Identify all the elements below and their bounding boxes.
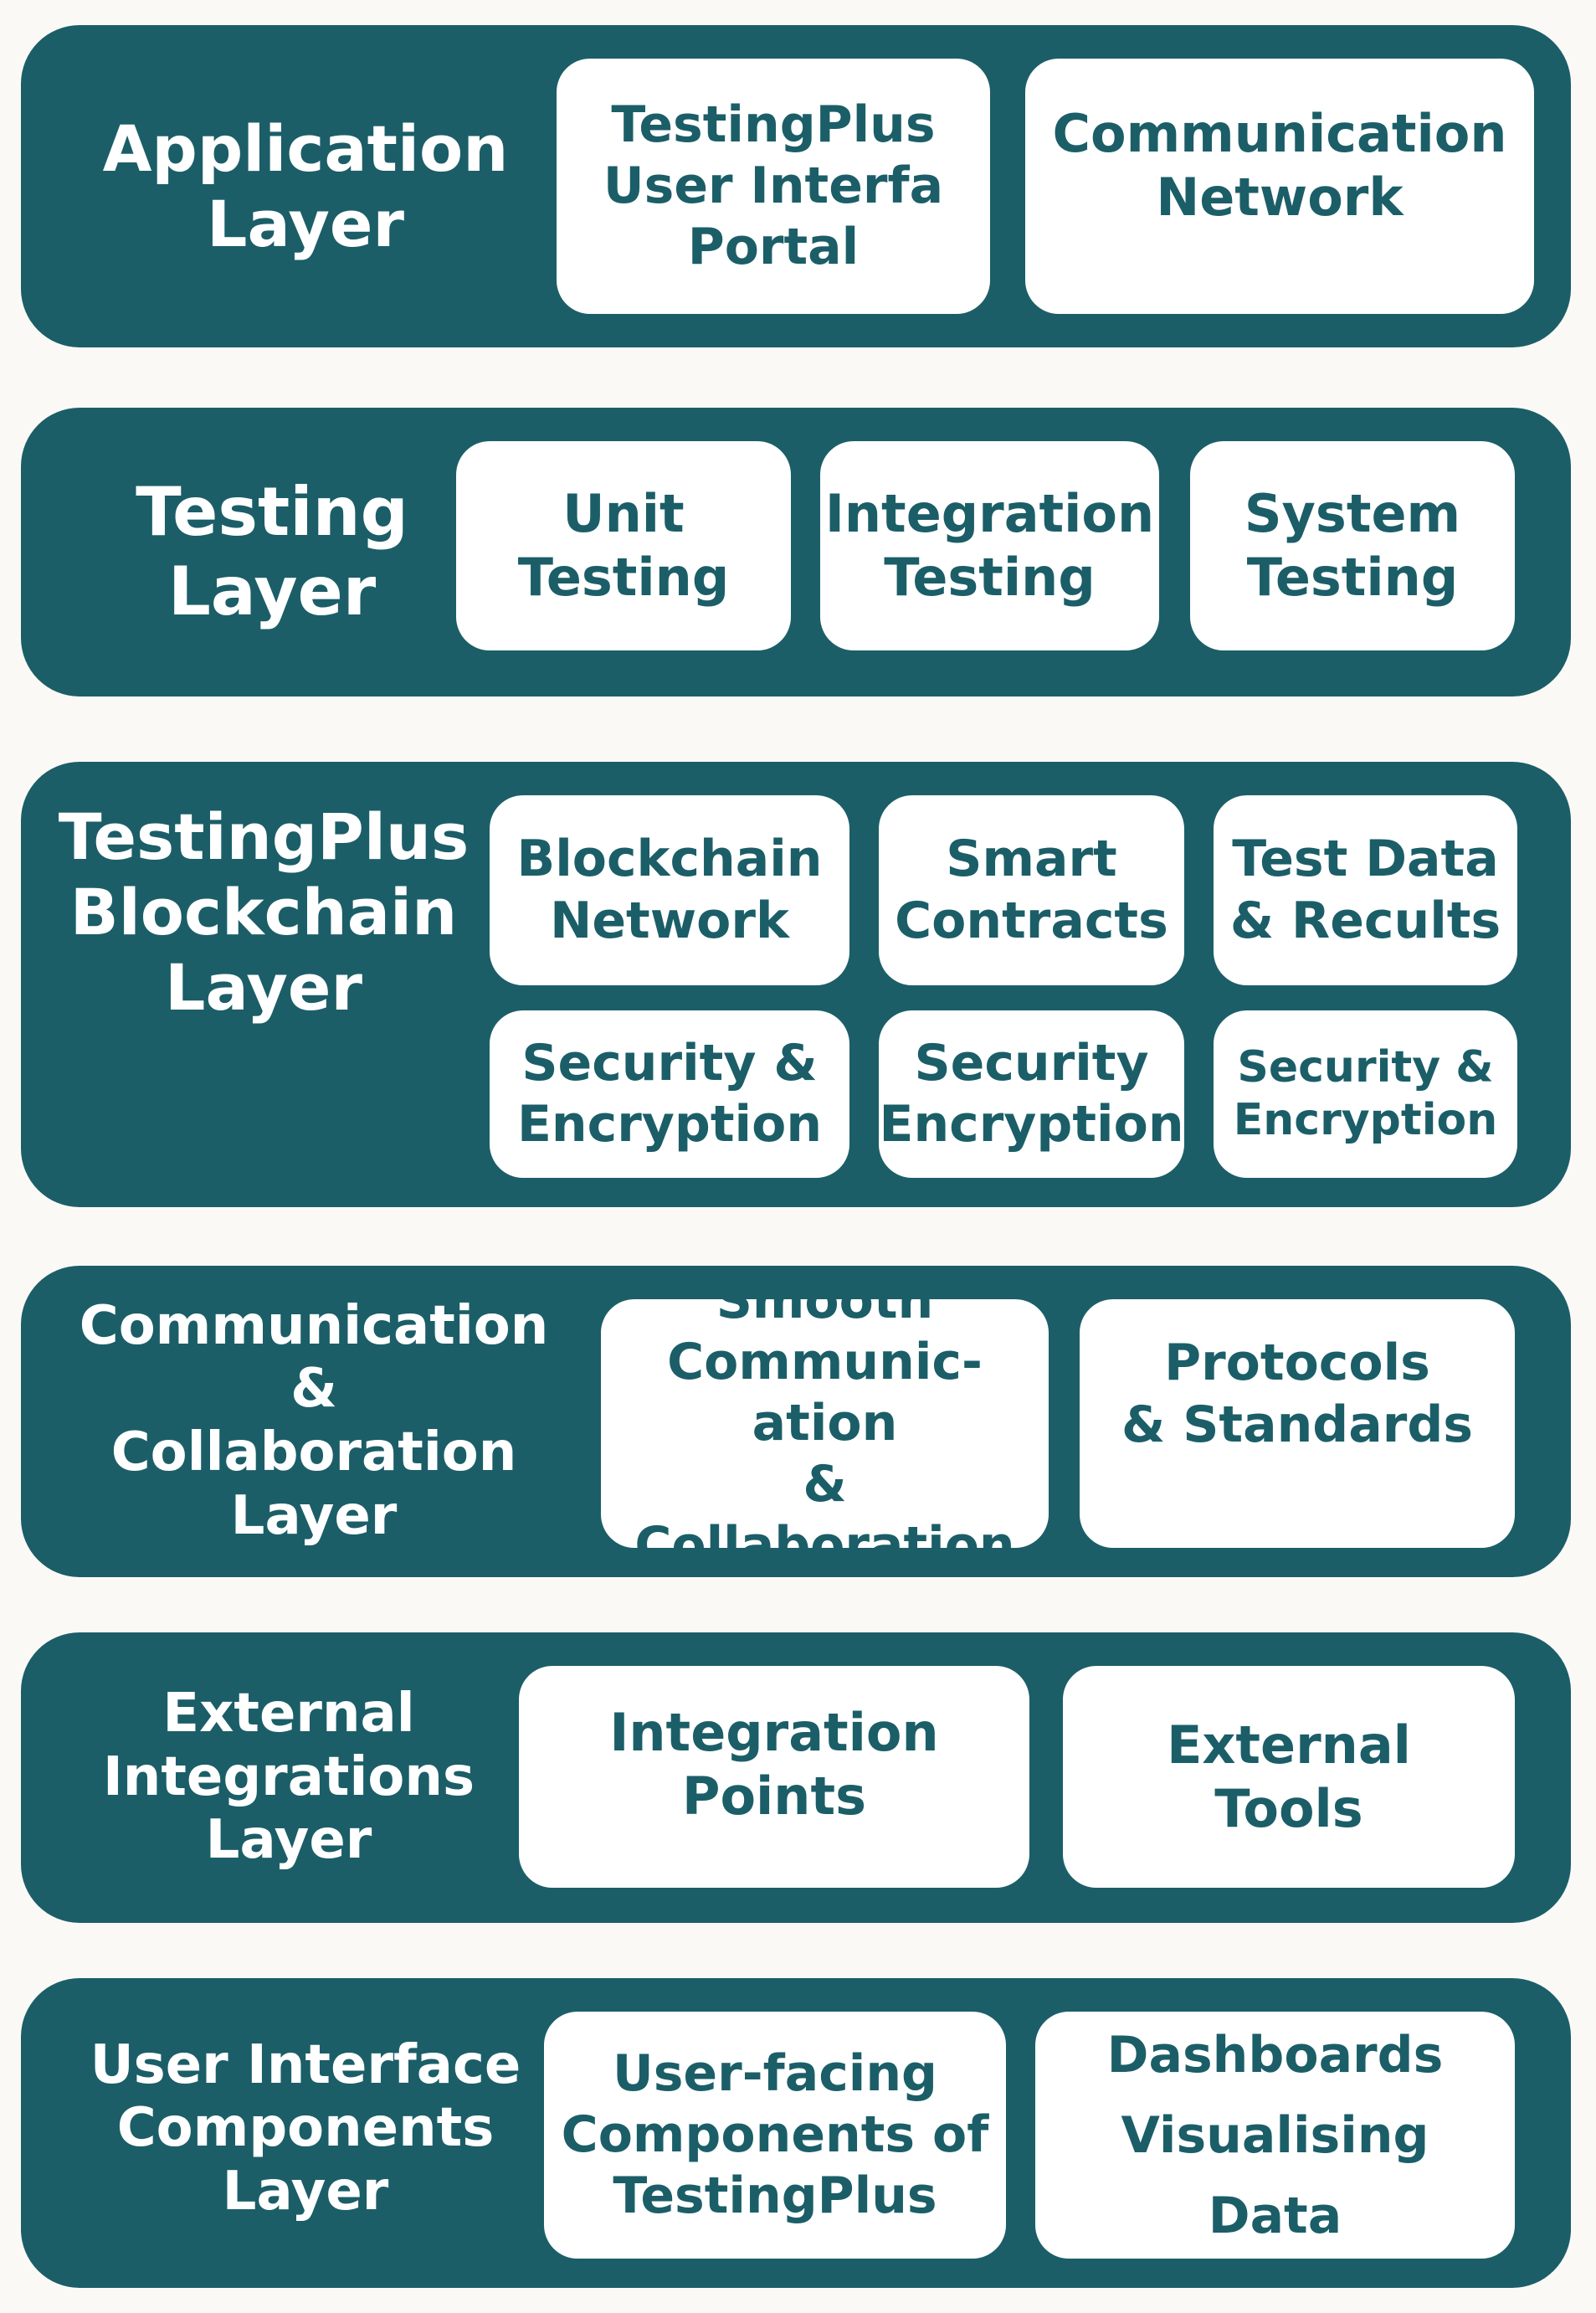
card-system-testing: System Testing bbox=[1190, 441, 1515, 650]
card-integration-testing: Integration Testing bbox=[820, 441, 1159, 650]
layer-title: Communication & Collaboration Layer bbox=[79, 1294, 549, 1547]
blockchain-layer: TestingPlus Blockchain Layer Blockchain … bbox=[21, 762, 1571, 1207]
card-blockchain-network: Blockchain Network bbox=[490, 795, 849, 985]
user-interface-components-layer: User Interface Components Layer User-fac… bbox=[21, 1978, 1571, 2288]
layer-title: External Integrations Layer bbox=[102, 1683, 475, 1872]
layer-title: User Interface Components Layer bbox=[90, 2033, 521, 2223]
card-integration-points: Integration Points bbox=[519, 1666, 1029, 1888]
card-external-tools: External Tools bbox=[1063, 1666, 1515, 1888]
card-communication-network: Communication Network bbox=[1025, 59, 1534, 314]
card-security-encryption-1: Security & Encryption bbox=[490, 1010, 849, 1178]
card-user-interface-portal: TestingPlus User Interfa Portal bbox=[557, 59, 990, 314]
card-test-data-results: Test Data & Recults bbox=[1214, 795, 1517, 985]
card-protocols-standards: Protocols & Standards bbox=[1080, 1299, 1515, 1548]
card-smooth-communication: Smooth Communic-ation & Collaboration bbox=[601, 1272, 1049, 1575]
external-integrations-layer: External Integrations Layer Integration … bbox=[21, 1632, 1571, 1923]
card-user-facing-components: User-facing Components of TestingPlus bbox=[544, 2012, 1006, 2259]
card-unit-testing: Unit Testing bbox=[456, 441, 791, 650]
testing-layer: Testing Layer Unit Testing Integration T… bbox=[21, 408, 1571, 696]
card-security-encryption-3: Security & Encryption bbox=[1214, 1010, 1517, 1178]
card-smart-contracts: Smart Contracts bbox=[879, 795, 1184, 985]
card-dashboards-visualising-data: Dashboards Visualising Data bbox=[1035, 2012, 1515, 2259]
application-layer: Application Layer TestingPlus User Inter… bbox=[21, 25, 1571, 347]
layer-title: Application Layer bbox=[102, 111, 509, 261]
card-security-encryption-2: Security Encryption bbox=[879, 1010, 1184, 1178]
communication-collaboration-layer: Communication & Collaboration Layer Smoo… bbox=[21, 1266, 1571, 1577]
layer-title: Testing Layer bbox=[136, 473, 408, 630]
layer-title: TestingPlus Blockchain Layer bbox=[58, 799, 470, 1025]
